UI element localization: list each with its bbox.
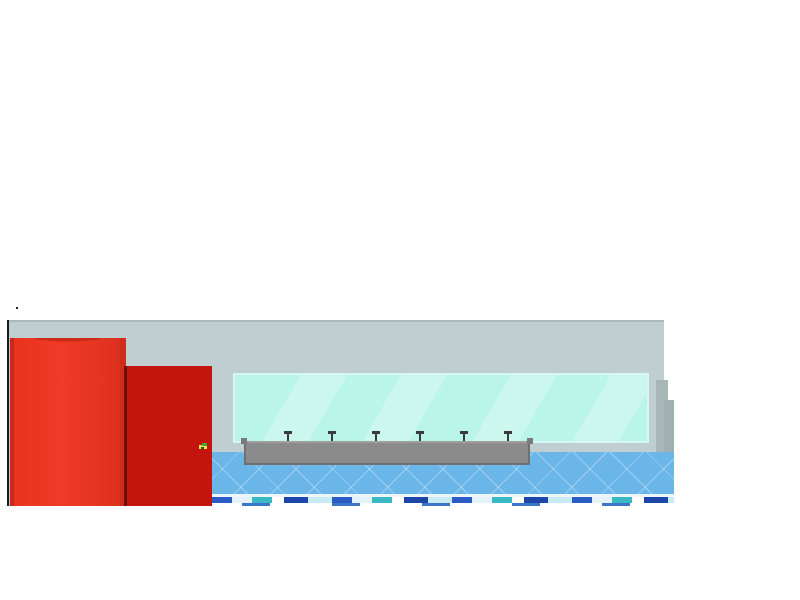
curtain-fold-right — [120, 338, 126, 506]
window-shine — [342, 375, 448, 441]
ledge-top-highlight — [244, 441, 530, 443]
wall-top-edge — [8, 320, 664, 322]
red-door[interactable] — [127, 366, 212, 506]
handle-icon — [372, 431, 380, 441]
ledge-cap-right — [527, 438, 533, 444]
window-shine — [552, 375, 647, 441]
right-pillar-cap — [664, 400, 674, 496]
metal-ledge-platform[interactable] — [244, 441, 530, 465]
door-knob-icon[interactable] — [199, 443, 209, 450]
curtain-top — [10, 338, 126, 344]
curtain-fold-left — [10, 338, 14, 506]
handle-icon — [284, 431, 292, 441]
red-curtain — [10, 338, 126, 506]
floor-strip — [212, 497, 674, 506]
ledge-cap-left — [241, 438, 247, 444]
handle-icon — [416, 431, 424, 441]
handle-icon — [328, 431, 336, 441]
handle-icon — [504, 431, 512, 441]
floor-strip-lower — [212, 503, 674, 506]
door-seam — [124, 366, 127, 506]
handle-icon — [460, 431, 468, 441]
glass-window — [233, 373, 649, 443]
wall-left-edge — [7, 320, 9, 506]
cursor-dot — [16, 307, 18, 309]
floor-edge — [212, 494, 674, 497]
